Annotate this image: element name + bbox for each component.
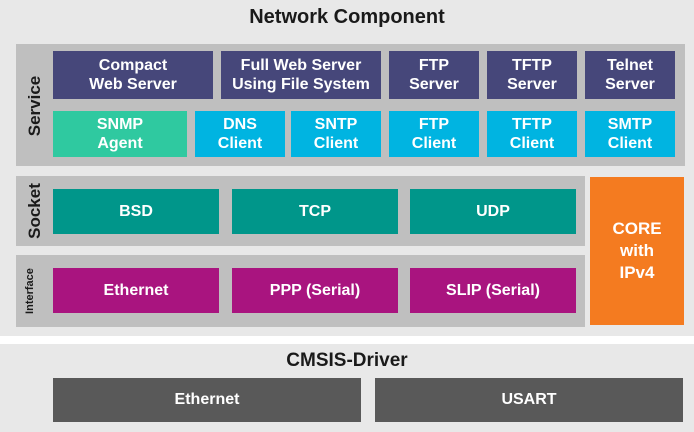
udp-block: UDP: [410, 189, 576, 234]
ftp-server-block: FTP Server: [389, 51, 479, 99]
cmsis-driver-title: CMSIS-Driver: [286, 350, 408, 371]
compact-web-server-block: Compact Web Server: [53, 51, 213, 99]
socket-layer-label: Socket: [25, 183, 44, 239]
tcp-block: TCP: [232, 189, 398, 234]
tftp-client-block: TFTP Client: [487, 111, 577, 157]
telnet-server-block: Telnet Server: [585, 51, 675, 99]
ppp-serial-block: PPP (Serial): [232, 268, 398, 313]
slip-serial-block: SLIP (Serial): [410, 268, 576, 313]
smtp-client-block: SMTP Client: [585, 111, 675, 157]
usart-driver-block: USART: [375, 378, 683, 422]
dns-client-block: DNS Client: [195, 111, 285, 157]
snmp-agent-block: SNMP Agent: [53, 111, 187, 157]
bsd-block: BSD: [53, 189, 219, 234]
network-component-title: Network Component: [249, 6, 445, 28]
service-layer-label: Service: [25, 75, 44, 137]
interface-layer-label: Interface: [24, 268, 36, 314]
ethernet-interface-block: Ethernet: [53, 268, 219, 313]
core-ipv4-block: CORE with IPv4: [590, 177, 684, 325]
ftp-client-block: FTP Client: [389, 111, 479, 157]
tftp-server-block: TFTP Server: [487, 51, 577, 99]
sntp-client-block: SNTP Client: [291, 111, 381, 157]
ethernet-driver-block: Ethernet: [53, 378, 361, 422]
full-web-server-block: Full Web Server Using File System: [221, 51, 381, 99]
